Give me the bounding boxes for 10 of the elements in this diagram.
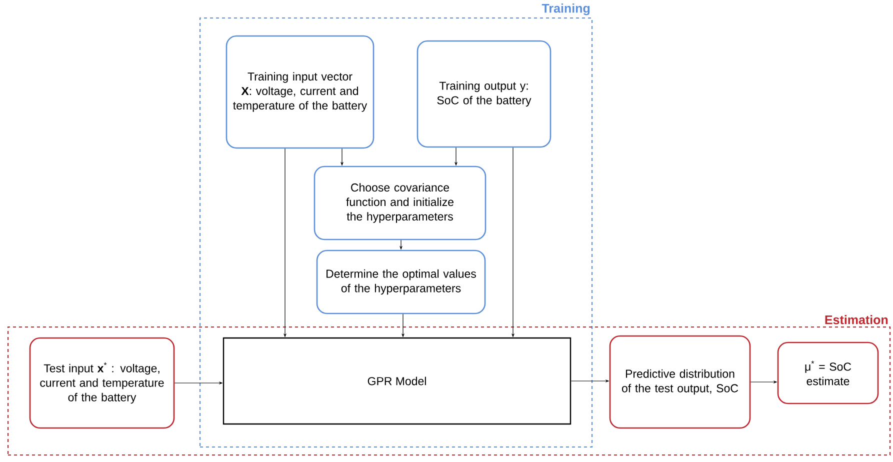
rounded-box: Choose covariance function and initialize the hyperparameters: [314, 166, 486, 240]
rounded-box: Training input vector X: voltage, current and temperature of the battery: [226, 35, 374, 149]
rounded-box: Training output y: SoC of the battery: [416, 40, 552, 148]
rounded-box: μ$^{*}$ = SoC estimate: [777, 342, 879, 404]
rounded-box: Test input x$^{*}$ : voltage, current and temperature of the battery: [29, 337, 175, 429]
rounded-box: Determine the optimal values of the hyperparameters: [316, 250, 486, 314]
model-box: GPR Model: [222, 337, 572, 425]
node-label: Estimation: [825, 315, 888, 324]
node-label: Training: [542, 4, 590, 16]
rounded-box: Predictive distribution of the test output, SoC: [609, 335, 751, 429]
